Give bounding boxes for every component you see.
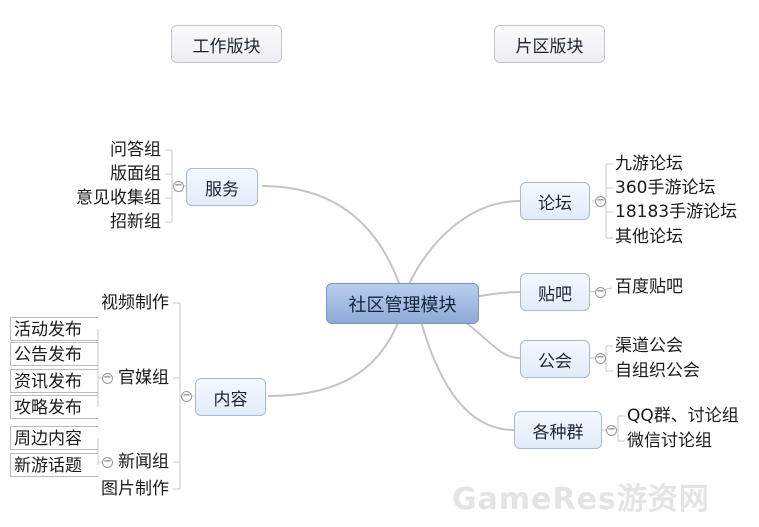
forum-collapse-icon[interactable]: − <box>595 195 606 207</box>
root-node[interactable]: 社区管理模块 <box>326 283 479 324</box>
forum-child-2: 18183手游论坛 <box>615 202 738 222</box>
forum-child-1: 360手游论坛 <box>615 178 716 198</box>
tieba-child-0: 百度贴吧 <box>615 277 683 297</box>
forum-child-3: 其他论坛 <box>615 227 683 247</box>
content-official-label: 官媒组 <box>118 368 169 388</box>
official-child-3: 攻略发布 <box>10 395 98 419</box>
tieba-collapse-icon[interactable]: − <box>595 286 606 298</box>
root-label: 社区管理模块 <box>348 294 457 316</box>
content-news-label: 新闻组 <box>118 452 169 472</box>
official-child-1: 公告发布 <box>10 342 98 366</box>
news-child-0: 周边内容 <box>10 426 98 450</box>
content-picture: 图片制作 <box>101 479 169 499</box>
service-child-0: 问答组 <box>110 140 161 160</box>
content-label: 内容 <box>213 389 248 410</box>
news-child-1: 新游话题 <box>10 453 98 477</box>
guild-node[interactable]: 公会 <box>520 340 590 378</box>
guild-child-0: 渠道公会 <box>615 336 683 356</box>
news-collapse-icon[interactable]: − <box>102 456 113 468</box>
service-node[interactable]: 服务 <box>186 168 258 206</box>
tieba-node[interactable]: 贴吧 <box>520 273 590 311</box>
groups-label: 各种群 <box>532 422 584 443</box>
groups-child-0: QQ群、讨论组 <box>627 406 739 426</box>
groups-node[interactable]: 各种群 <box>514 411 602 449</box>
service-child-2: 意见收集组 <box>76 188 161 208</box>
service-collapse-icon[interactable]: − <box>173 180 184 192</box>
content-video: 视频制作 <box>101 293 169 313</box>
tieba-label: 贴吧 <box>538 284 572 305</box>
area-section-box[interactable]: 片区版块 <box>494 25 605 63</box>
service-child-1: 版面组 <box>110 164 161 184</box>
service-label: 服务 <box>205 179 239 200</box>
content-collapse-icon[interactable]: − <box>181 390 192 402</box>
area-section-label: 片区版块 <box>515 36 584 57</box>
official-child-0: 活动发布 <box>10 317 98 341</box>
work-section-box[interactable]: 工作版块 <box>171 25 282 63</box>
groups-collapse-icon[interactable]: − <box>606 424 617 436</box>
forum-label: 论坛 <box>538 193 572 214</box>
work-section-label: 工作版块 <box>192 36 261 57</box>
official-collapse-icon[interactable]: − <box>102 372 113 384</box>
service-child-3: 招新组 <box>110 212 161 232</box>
watermark-logo: GameRes游资网 <box>452 482 710 517</box>
guild-label: 公会 <box>538 351 572 372</box>
guild-child-1: 自组织公会 <box>615 361 700 381</box>
guild-collapse-icon[interactable]: − <box>595 352 606 364</box>
official-child-2: 资讯发布 <box>10 369 98 393</box>
forum-node[interactable]: 论坛 <box>520 182 590 220</box>
forum-child-0: 九游论坛 <box>615 154 683 174</box>
groups-child-1: 微信讨论组 <box>627 431 712 451</box>
content-node[interactable]: 内容 <box>195 378 266 416</box>
